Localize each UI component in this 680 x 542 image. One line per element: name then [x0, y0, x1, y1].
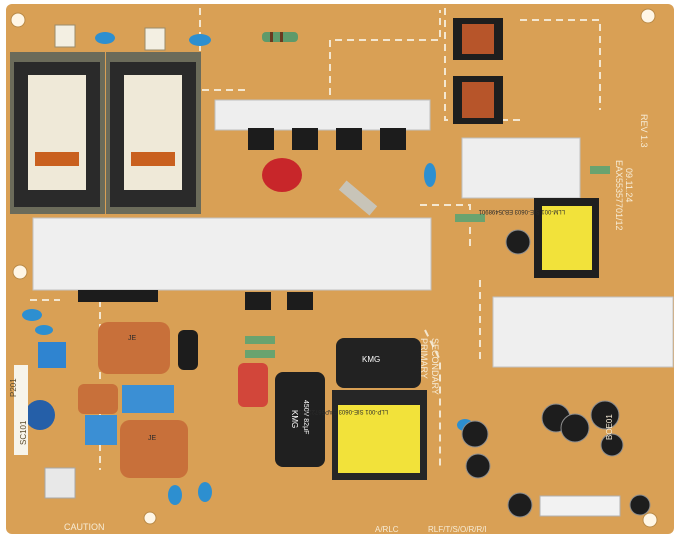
mounting-hole	[143, 511, 157, 525]
right-edge-label: BOE01	[605, 414, 614, 440]
connector-white	[54, 24, 76, 48]
heatsink-large	[32, 217, 432, 291]
blue-capacitors	[22, 32, 473, 505]
filter-left-text: JE	[128, 335, 137, 342]
mounting-hole	[10, 12, 26, 28]
cap-b-brand: KMG	[362, 355, 380, 364]
connector-white	[144, 27, 166, 51]
fuse-holder	[44, 467, 76, 499]
component-labels: KMG 450V 82μF KMG LLM-001 SIE-0603 EBJ54…	[128, 208, 565, 442]
transformer-left-1	[10, 52, 105, 214]
mounting-hole	[642, 512, 658, 528]
electrolytic-capacitors-small	[461, 229, 651, 518]
bottom-marking: A/RLC	[375, 525, 399, 534]
connector-label-left: P201	[9, 378, 18, 397]
red-film-capacitor	[238, 363, 268, 407]
heatsink-right-top	[461, 137, 581, 199]
transformer-yellow-left	[332, 390, 427, 480]
transformer-left-2	[106, 52, 201, 214]
x-capacitor	[85, 415, 117, 445]
copper-choke	[78, 322, 198, 478]
red-capacitor	[262, 158, 302, 192]
bottom-right-marking: RLF/T/S/O/R/R/I	[428, 525, 487, 534]
transformer-left-text: LLP-001 SIE-0603 EAP56722701	[298, 408, 388, 414]
cap-a-brand: KMG	[290, 410, 299, 428]
label-strip	[14, 365, 28, 455]
heatsink-right	[492, 296, 674, 368]
x-capacitor	[122, 385, 174, 413]
primary-label: PRIMARY	[419, 338, 429, 379]
cap-a-rating: 450V 82μF	[302, 400, 309, 434]
filter-right-text: JE	[148, 435, 157, 442]
electrolytic-capacitor-large	[275, 338, 421, 467]
connector-label-left-b: SC101	[19, 420, 28, 445]
date-label: 09.11.24	[624, 168, 634, 202]
secondary-label: SECONDARY	[430, 338, 440, 395]
caution-label: CAUTION	[64, 522, 105, 532]
part-code-label: EAX55357701/12	[614, 160, 624, 231]
varistor-blue	[25, 400, 55, 430]
mounting-hole	[640, 8, 656, 24]
connector-blue	[38, 342, 66, 368]
transformer-yellow-right	[534, 198, 599, 278]
resistor	[262, 32, 298, 42]
rev-label: REV 1.3	[639, 114, 649, 148]
ferrite-choke	[453, 18, 503, 124]
transformer-right-text: LLM-001 SIE-0603 EBJ5498901	[478, 208, 565, 214]
silkscreen-text: REV 1.3 EAX55357701/12 09.11.24 SECONDAR…	[9, 114, 649, 534]
mounting-hole	[12, 264, 28, 280]
connector-bottom-right	[539, 495, 621, 517]
resistors-misc	[245, 166, 610, 358]
heatsink-top	[214, 99, 431, 131]
transistors	[78, 128, 406, 310]
